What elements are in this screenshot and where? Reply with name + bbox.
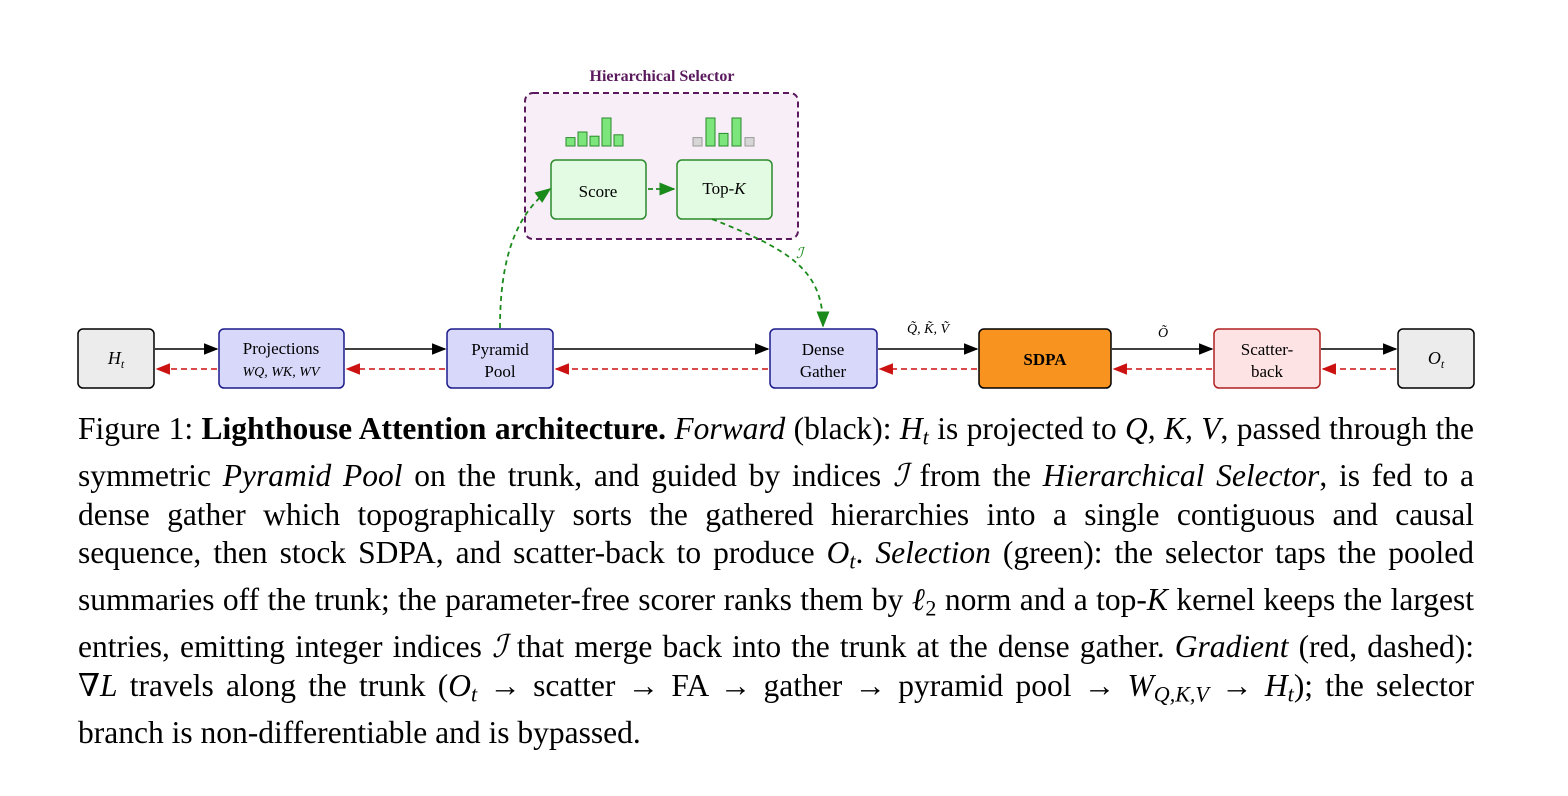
math-O: O: [826, 535, 850, 571]
index-label: ℐ: [796, 246, 806, 262]
architecture-diagram: Hierarchical Selector Score Top-K ℐ Ht P…: [77, 68, 1475, 389]
math-H: H: [1264, 668, 1288, 704]
caption-text: is projected to: [928, 411, 1126, 446]
topk-bar-3: [718, 132, 729, 147]
topk-bar-5: [744, 137, 755, 147]
topk-bar-4: [731, 117, 742, 147]
svg-text:Ot: Ot: [1428, 348, 1445, 371]
math-sub-qkv: Q,K,V: [1153, 681, 1209, 707]
caption-text: on the trunk, and guided by indices: [402, 458, 893, 494]
gather-line1: Dense: [802, 340, 844, 359]
math-sub-t: t: [470, 681, 478, 707]
caption-text: , is fed to a dense gather which topogra…: [78, 458, 1475, 571]
math-sub-t: t: [1287, 681, 1294, 707]
math-H: H: [899, 411, 923, 446]
sdpa-label: SDPA: [1023, 350, 1067, 369]
caption-text: , passed through the symmetric: [78, 411, 1475, 494]
figure-caption: Figure 1: Lighthouse Attention architect…: [78, 410, 1474, 753]
projections-box: Projections WQ, WK, WV: [218, 328, 345, 389]
caption-hier: Hierarchical Selector: [1042, 458, 1320, 494]
ot-label: O: [1428, 348, 1441, 368]
caption-text: (black):: [785, 411, 900, 446]
caption-text: →: [1208, 668, 1265, 704]
topk-bar-2: [705, 117, 716, 147]
score-bar-3: [589, 135, 600, 147]
topk-label-prefix: Top-: [702, 179, 734, 198]
caption-text: travels along the trunk (: [117, 668, 449, 704]
scatter-line1: Scatter-: [1241, 340, 1294, 359]
math-O: O: [448, 668, 471, 704]
math-sub-t: t: [922, 424, 929, 450]
pyramid-line1: Pyramid: [471, 340, 529, 359]
projections-weights: WQ, WK, WV: [243, 365, 321, 380]
pyramid-to-score-arrow: [499, 188, 552, 329]
math-L: L: [100, 668, 118, 704]
caption-text: norm and a top-: [936, 582, 1147, 618]
ht-label: H: [107, 348, 122, 368]
score-label: Score: [579, 182, 618, 201]
topk-label-var: K: [733, 179, 747, 198]
caption-gradient: Gradient: [1174, 629, 1289, 665]
score-bar-5: [613, 134, 624, 147]
pyramid-line2: Pool: [484, 362, 515, 381]
dense-gather-box: Dense Gather: [769, 328, 878, 389]
caption-forward: Forward: [674, 411, 786, 446]
ht-box: Ht: [77, 328, 155, 389]
ot-box: Ot: [1397, 328, 1475, 389]
topk-bar-chart: [692, 117, 755, 147]
ot-sub: t: [1441, 357, 1445, 371]
caption-text: from the: [907, 458, 1043, 494]
math-K: K: [1146, 582, 1168, 618]
pyramid-pool-box: Pyramid Pool: [446, 328, 554, 389]
caption-text: → scatter → FA → gather → pyramid pool →: [477, 668, 1128, 704]
qkv-tilde-label: Q̃, K̃, Ṽ: [907, 320, 950, 337]
math-I: ℐ: [492, 629, 507, 665]
svg-text:Ht: Ht: [107, 348, 125, 371]
math-W: W: [1127, 668, 1154, 704]
math-QKV: Q, K, V: [1125, 411, 1221, 446]
caption-text: that merge back into the trunk at the de…: [506, 629, 1175, 665]
svg-text:Top-K: Top-K: [702, 179, 747, 198]
caption-text: (green): the selector taps the pooled su…: [78, 535, 1474, 618]
caption-selection: Selection: [875, 535, 991, 571]
caption-title: Lighthouse Attention architecture.: [201, 411, 666, 446]
caption-text: .: [855, 535, 876, 571]
projections-label: Projections: [243, 339, 320, 358]
figure-label: Figure 1:: [78, 411, 194, 446]
scatter-line2: back: [1251, 362, 1284, 381]
topk-to-gather-arrow: [711, 218, 830, 328]
ht-sub: t: [121, 357, 125, 371]
scatter-back-box: Scatter- back: [1213, 328, 1321, 389]
caption-text: (red, dashed):: [1288, 629, 1474, 665]
caption-text: ); the selector branch is non-differenti…: [78, 668, 1474, 751]
topk-bar-1: [692, 137, 703, 147]
math-I: ℐ: [892, 458, 908, 494]
caption-pyramid: Pyramid Pool: [222, 458, 403, 494]
caption-text: kernel keeps the largest entries, emitti…: [78, 582, 1475, 665]
math-sub-t: t: [849, 548, 856, 574]
selector-title: Hierarchical Selector: [590, 68, 735, 85]
math-ell: ℓ: [911, 582, 926, 618]
sdpa-box: SDPA: [978, 328, 1112, 389]
score-bar-chart: [565, 117, 624, 147]
math-nabla: ∇: [78, 668, 100, 704]
score-bar-2: [577, 131, 588, 147]
math-sub-2: 2: [925, 595, 937, 621]
score-bar-4: [601, 117, 612, 147]
score-bar-1: [565, 137, 576, 147]
score-box: Score: [550, 159, 647, 220]
topk-box: Top-K: [676, 159, 773, 220]
gather-line2: Gather: [800, 362, 847, 381]
o-tilde-label: Õ: [1158, 324, 1168, 341]
